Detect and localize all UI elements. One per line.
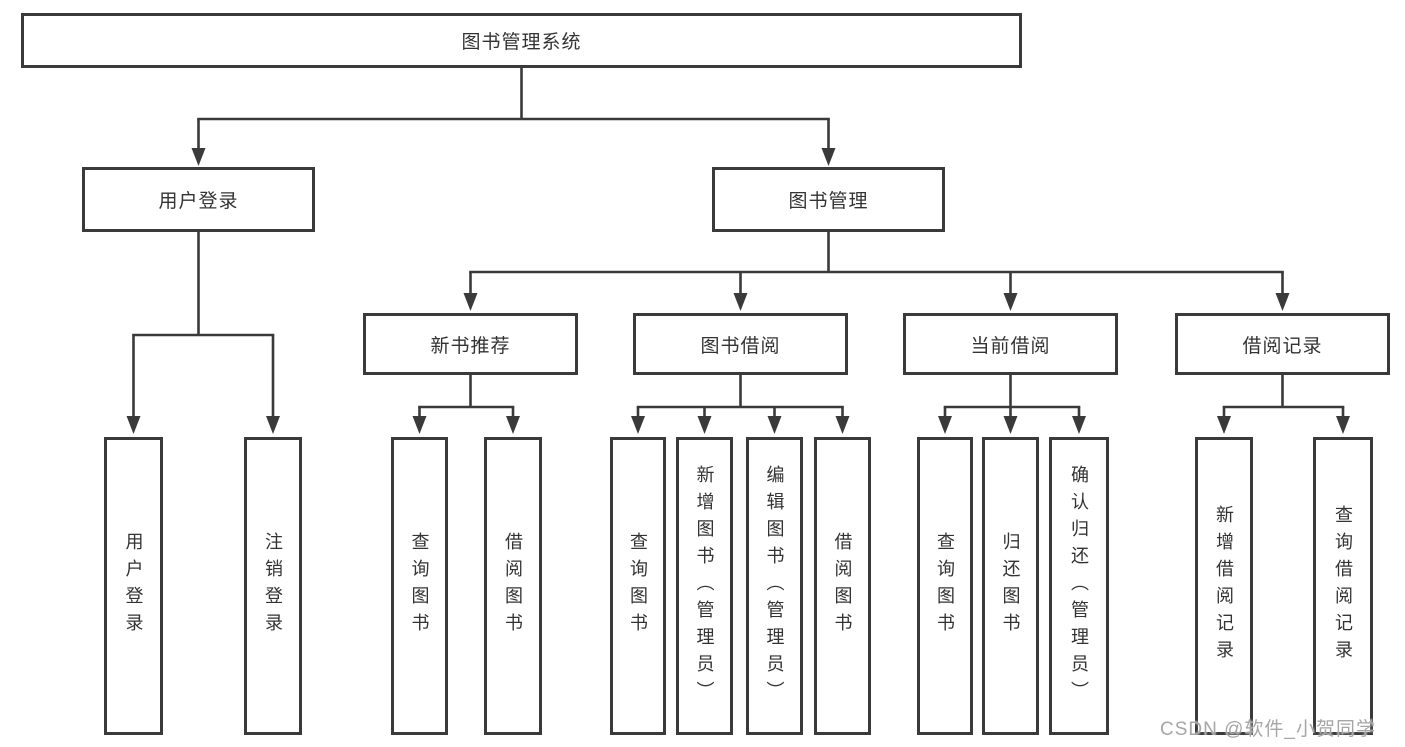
node-label: 确认归还（管理员） [1069, 464, 1089, 708]
node-label: 用户登录 [123, 532, 144, 640]
node-label: 当前借阅 [970, 335, 1051, 357]
node-label: 注销登录 [263, 532, 283, 640]
leaf-query-book-recommend: 查询图书 [391, 437, 448, 735]
node-label: 用户登录 [158, 191, 239, 212]
node-borrow-record: 借阅记录 [1175, 313, 1390, 375]
leaf-query-book-current: 查询图书 [917, 437, 973, 735]
node-label: 图书借阅 [700, 335, 781, 357]
node-label: 新增借阅记录 [1214, 505, 1234, 667]
node-current-borrow: 当前借阅 [903, 313, 1118, 375]
node-label: 查询图书 [935, 532, 955, 640]
leaf-edit-book-admin: 编辑图书（管理员） [746, 437, 803, 735]
node-library-management-system: 图书管理系统 [21, 13, 1022, 68]
leaf-user-login: 用户登录 [104, 437, 163, 735]
node-label: 查询图书 [409, 532, 430, 640]
leaf-add-book-admin: 新增图书（管理员） [676, 437, 733, 735]
leaf-borrow-book-recommend: 借阅图书 [484, 437, 542, 735]
node-label: 借阅图书 [832, 532, 853, 640]
node-label: 归还图书 [1000, 532, 1021, 640]
node-label: 编辑图书（管理员） [764, 464, 785, 708]
node-label: 查询借阅记录 [1333, 505, 1353, 667]
leaf-add-borrow-record: 新增借阅记录 [1195, 437, 1253, 735]
leaf-confirm-return-admin: 确认归还（管理员） [1049, 437, 1109, 735]
leaf-logout: 注销登录 [244, 437, 302, 735]
node-new-book-recommend: 新书推荐 [363, 313, 578, 375]
leaf-borrow-book-borrow: 借阅图书 [814, 437, 871, 735]
leaf-return-book: 归还图书 [982, 437, 1039, 735]
node-label: 查询图书 [628, 532, 648, 640]
node-book-management: 图书管理 [712, 167, 945, 232]
node-label: 借阅图书 [503, 532, 523, 640]
leaf-query-book-borrow: 查询图书 [610, 437, 666, 735]
leaf-query-borrow-record: 查询借阅记录 [1313, 437, 1373, 735]
node-book-borrow: 图书借阅 [633, 313, 848, 375]
node-label: 借阅记录 [1242, 335, 1323, 357]
node-label: 图书管理 [788, 191, 869, 212]
csdn-watermark: CSDN @软件_小贺同学 [1160, 719, 1376, 740]
node-label: 新增图书（管理员） [694, 464, 715, 708]
node-label: 图书管理系统 [461, 32, 582, 53]
node-label: 新书推荐 [430, 335, 511, 357]
node-user-login: 用户登录 [82, 167, 315, 232]
